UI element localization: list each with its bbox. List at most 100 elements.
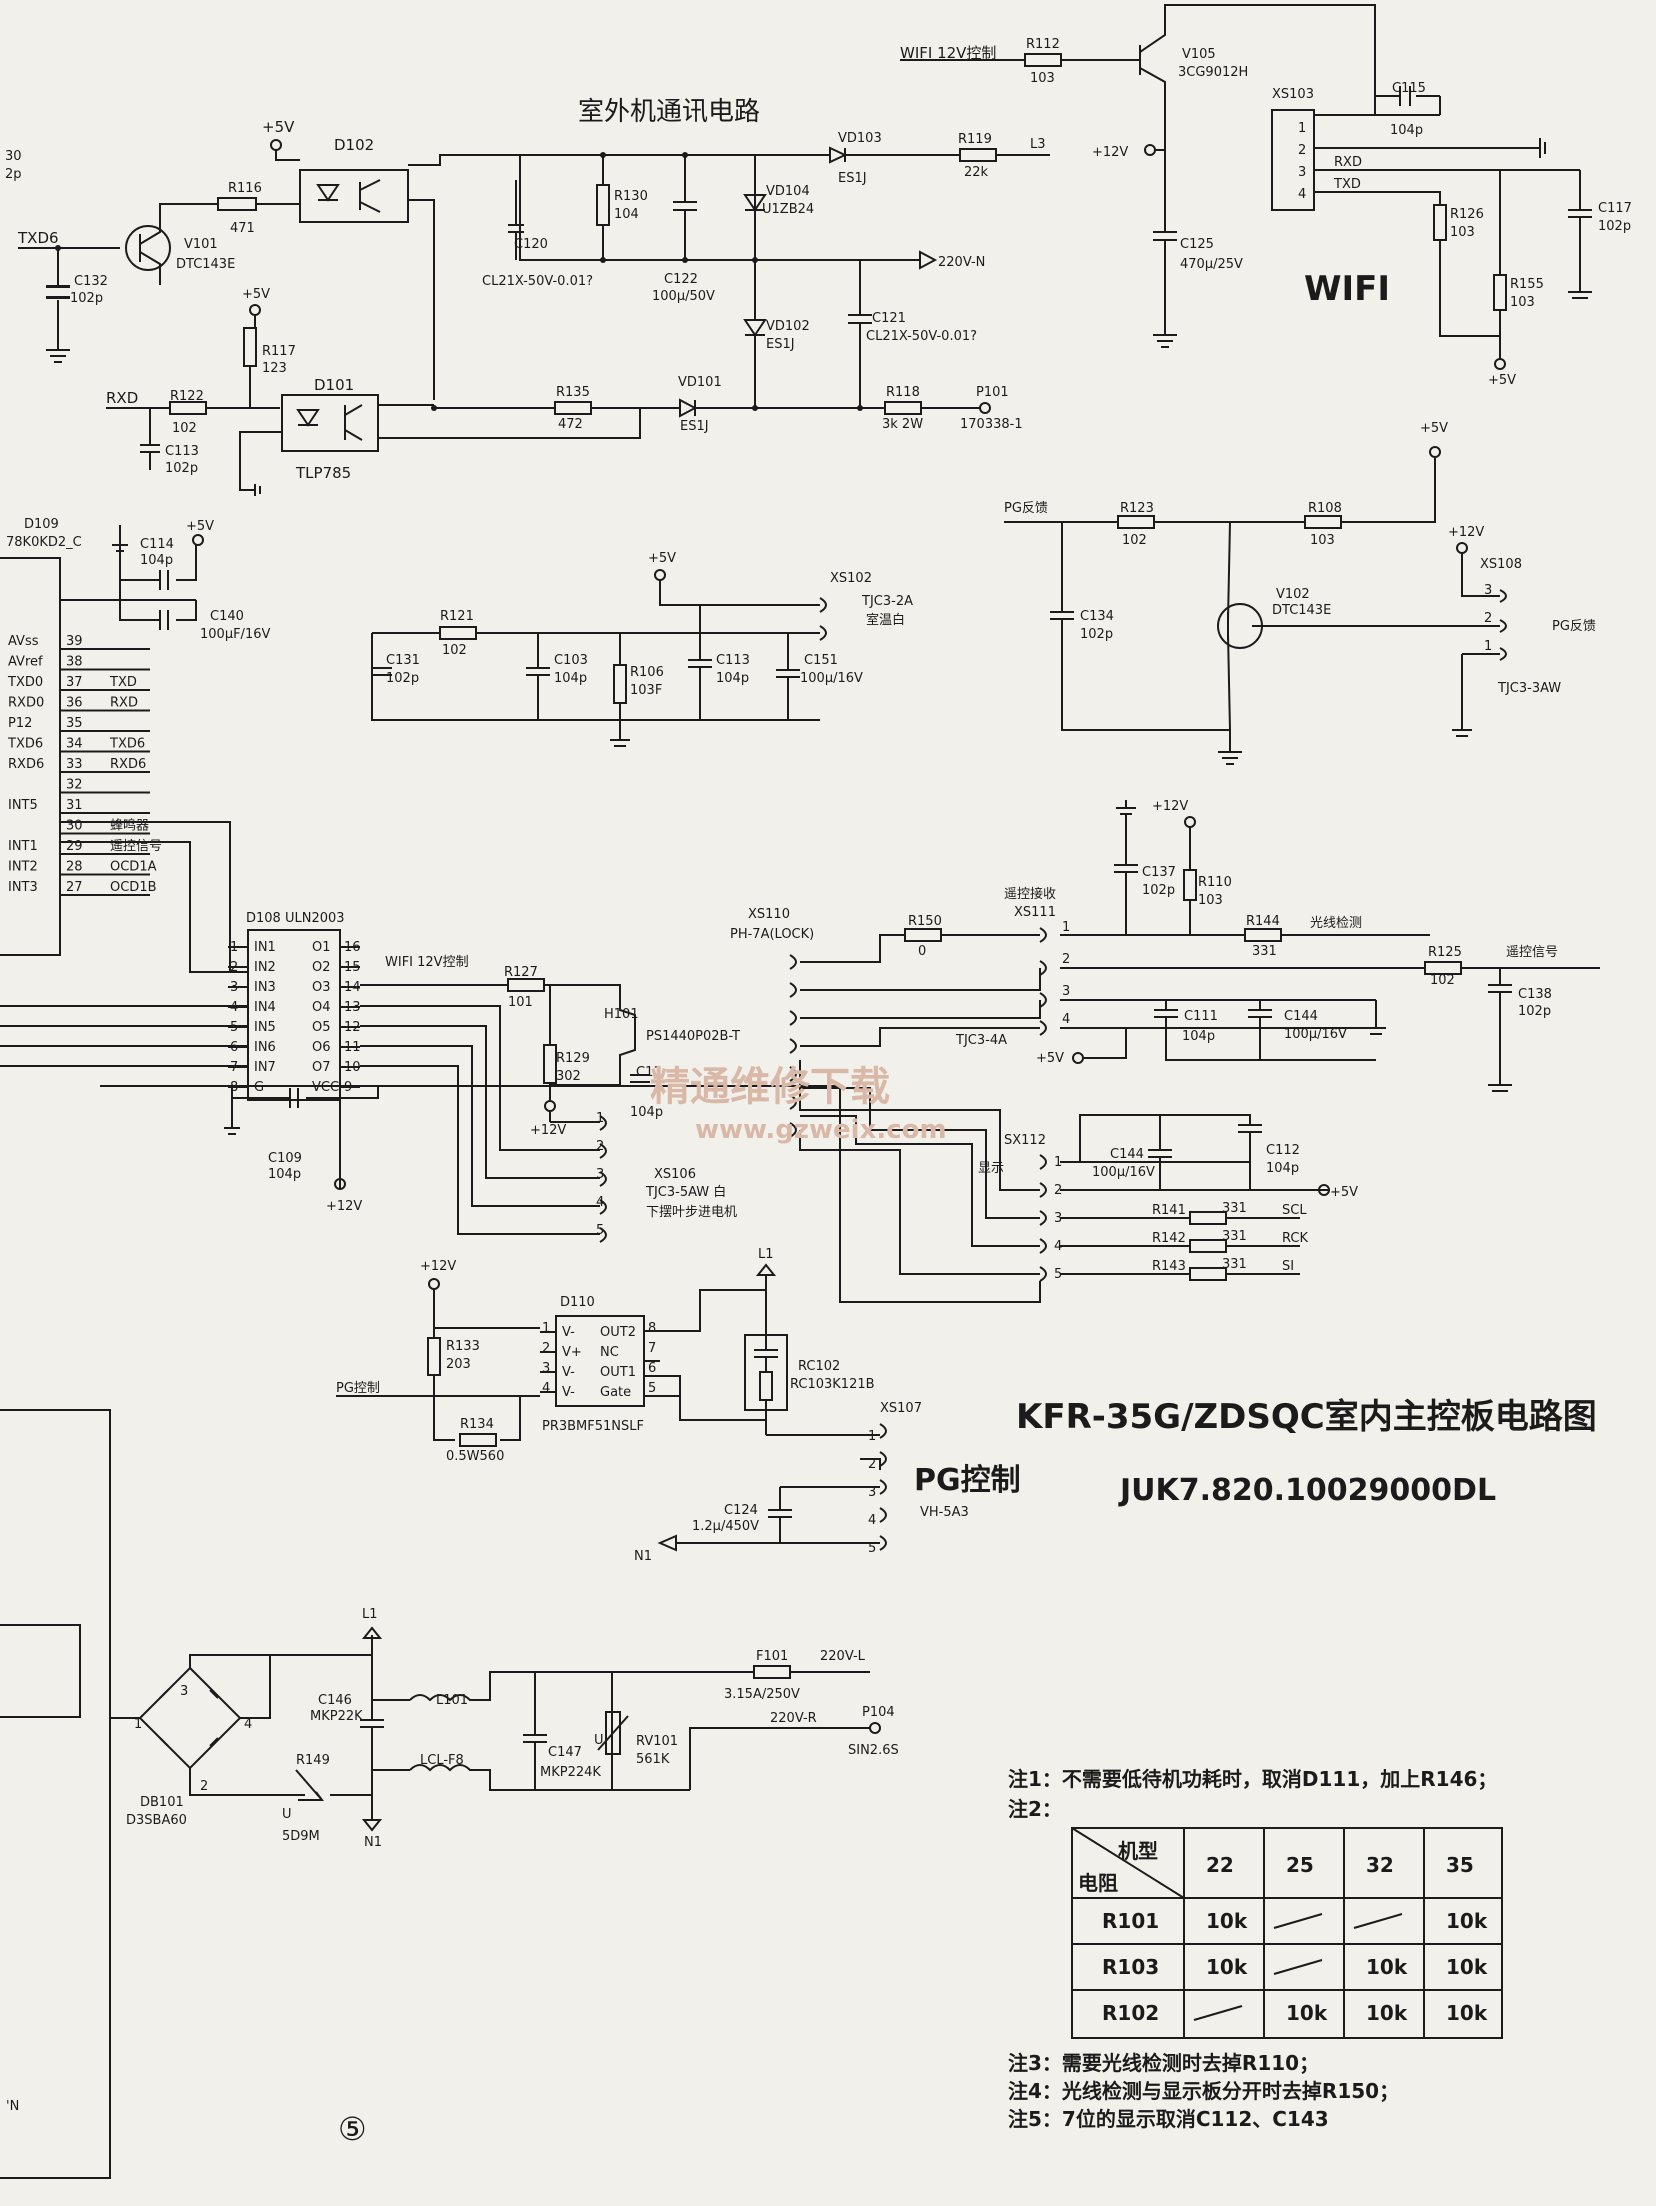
net-220v-n: 220V-N — [938, 255, 985, 270]
r127-value: 101 — [508, 995, 533, 1010]
mcu-pin-number: 27 — [66, 880, 83, 895]
c122-value: 100μ/50V — [652, 289, 715, 304]
uln-output-pin: O1 — [312, 940, 331, 955]
r143-value: 331 — [1222, 1257, 1247, 1272]
f101-ref: F101 — [756, 1649, 788, 1664]
c117-value: 102p — [1598, 219, 1631, 234]
xs107-pin1: 1 — [868, 1429, 876, 1444]
xs108-supply: +12V — [1448, 525, 1484, 540]
r116-symbol — [217, 197, 257, 211]
c113-ref: C113 — [165, 444, 199, 459]
c121-symbol — [848, 260, 872, 408]
xs111-pin1: 1 — [1062, 920, 1070, 935]
table-cell: 10k — [1446, 1909, 1488, 1933]
n1-net-bottom: N1 — [364, 1835, 382, 1850]
v105-transistor-symbol — [1139, 4, 1376, 150]
net-remote-signal: 遥控信号 — [1506, 945, 1558, 960]
wifi-circuit: WIFI 12V控制 R112 103 V105 3CG9012H +12V C… — [900, 4, 1632, 388]
r121-value: 102 — [442, 643, 467, 658]
v105-part: 3CG9012H — [1178, 65, 1248, 80]
r106-ref: R106 — [630, 665, 664, 680]
table-column-header: 22 — [1206, 1853, 1234, 1877]
r130-symbol — [596, 184, 610, 226]
table-cell: 10k — [1446, 2001, 1488, 2025]
c120-value: CL21X-50V-0.01? — [482, 274, 593, 289]
xs106-note: 下摆叶步进电机 — [646, 1205, 737, 1220]
r122-value: 102 — [172, 421, 197, 436]
pg-control-label: PG控制 — [914, 1463, 1021, 1498]
mcu-pin-name: INT3 — [8, 880, 38, 895]
c117-ref: C117 — [1598, 201, 1632, 216]
d102-ref: D102 — [334, 136, 374, 154]
table-corner-top: 机型 — [1118, 1839, 1158, 1863]
c103-ref: C103 — [554, 653, 588, 668]
mcu-pin-net: TXD — [109, 675, 137, 690]
r133-ref: R133 — [446, 1339, 480, 1354]
d109-ref: D109 — [24, 517, 59, 532]
net-220v-l: 220V-L — [820, 1649, 866, 1664]
l1-net-top: L1 — [758, 1247, 774, 1262]
xs102-vcc: +5V — [648, 551, 676, 566]
c113b-ref: C113 — [716, 653, 750, 668]
r121-symbol — [439, 626, 477, 640]
uln-input-pin: IN2 — [254, 960, 276, 975]
mcu-pin-name: INT1 — [8, 839, 38, 854]
v105-ref: V105 — [1182, 47, 1216, 62]
mcu-pin-number: 39 — [66, 634, 83, 649]
d110-right-pin: OUT2 — [600, 1325, 636, 1340]
r134-value: 0.5W560 — [446, 1449, 504, 1464]
c124-ref: C124 — [724, 1503, 758, 1518]
sx112-pin2: 2 — [1054, 1183, 1062, 1198]
mcu-pin-number: 31 — [66, 798, 83, 813]
r141-value: 331 — [1222, 1201, 1247, 1216]
r142-value: 331 — [1222, 1229, 1247, 1244]
uln-input-pin: IN3 — [254, 980, 276, 995]
l1-net-bottom: L1 — [362, 1607, 378, 1622]
net-l3: L3 — [1030, 137, 1046, 152]
d108-chip — [247, 929, 341, 1101]
c144b-ref: C144 — [1110, 1147, 1144, 1162]
watermark-text: 精通维修下载 — [650, 1064, 890, 1110]
c111-ref: C111 — [1184, 1009, 1218, 1024]
sx112-vcc: +5V — [1330, 1185, 1358, 1200]
r108-ref: R108 — [1308, 501, 1342, 516]
rc102-value: RC103K121B — [790, 1377, 875, 1392]
f101-value: 3.15A/250V — [724, 1687, 800, 1702]
mcu-pin-net: OCD1B — [110, 880, 157, 895]
r143-symbol — [1189, 1267, 1227, 1281]
c109-value: 104p — [268, 1167, 301, 1182]
d110-right-pin: OUT1 — [600, 1365, 636, 1380]
xs106-pin4: 4 — [596, 1195, 604, 1210]
mcu-pin-name: INT2 — [8, 860, 38, 875]
net-light-detect: 光线检测 — [1310, 916, 1362, 931]
c140-value: 100μF/16V — [200, 627, 270, 642]
c134-value: 102p — [1080, 627, 1113, 642]
net-scl: SCL — [1282, 1203, 1307, 1218]
r116-ref: R116 — [228, 181, 262, 196]
table-cell: 10k — [1366, 2001, 1408, 2025]
display-label: 显示 — [978, 1161, 1004, 1176]
r125-value: 102 — [1430, 973, 1455, 988]
c115-ref: C115 — [1392, 81, 1426, 96]
r123-ref: R123 — [1120, 501, 1154, 516]
l101-part: LCL-F8 — [420, 1753, 464, 1768]
net-txd6: TXD6 — [17, 229, 59, 247]
r129-value: 302 — [556, 1069, 581, 1084]
mcu-pin-number: 30 — [66, 819, 83, 834]
r122-ref: R122 — [170, 389, 204, 404]
net-rxd-wifi: RXD — [1334, 155, 1362, 170]
net-si: SI — [1282, 1259, 1294, 1274]
vd104-ref: VD104 — [766, 184, 810, 199]
net-wifi-12v-control: WIFI 12V控制 — [900, 44, 996, 62]
sx112-ref: SX112 — [1004, 1133, 1046, 1148]
v105-supply: +12V — [1092, 145, 1128, 160]
db101-bridge — [138, 1666, 242, 1770]
table-cell: 10k — [1206, 1955, 1248, 1979]
v101-part: DTC143E — [176, 257, 235, 272]
xs106-part: TJC3-5AW 白 — [645, 1184, 726, 1200]
table-row-label: R103 — [1102, 1955, 1159, 1979]
mcu-pin-net: RXD — [110, 696, 138, 711]
xs111-part: TJC3-4A — [955, 1033, 1007, 1048]
